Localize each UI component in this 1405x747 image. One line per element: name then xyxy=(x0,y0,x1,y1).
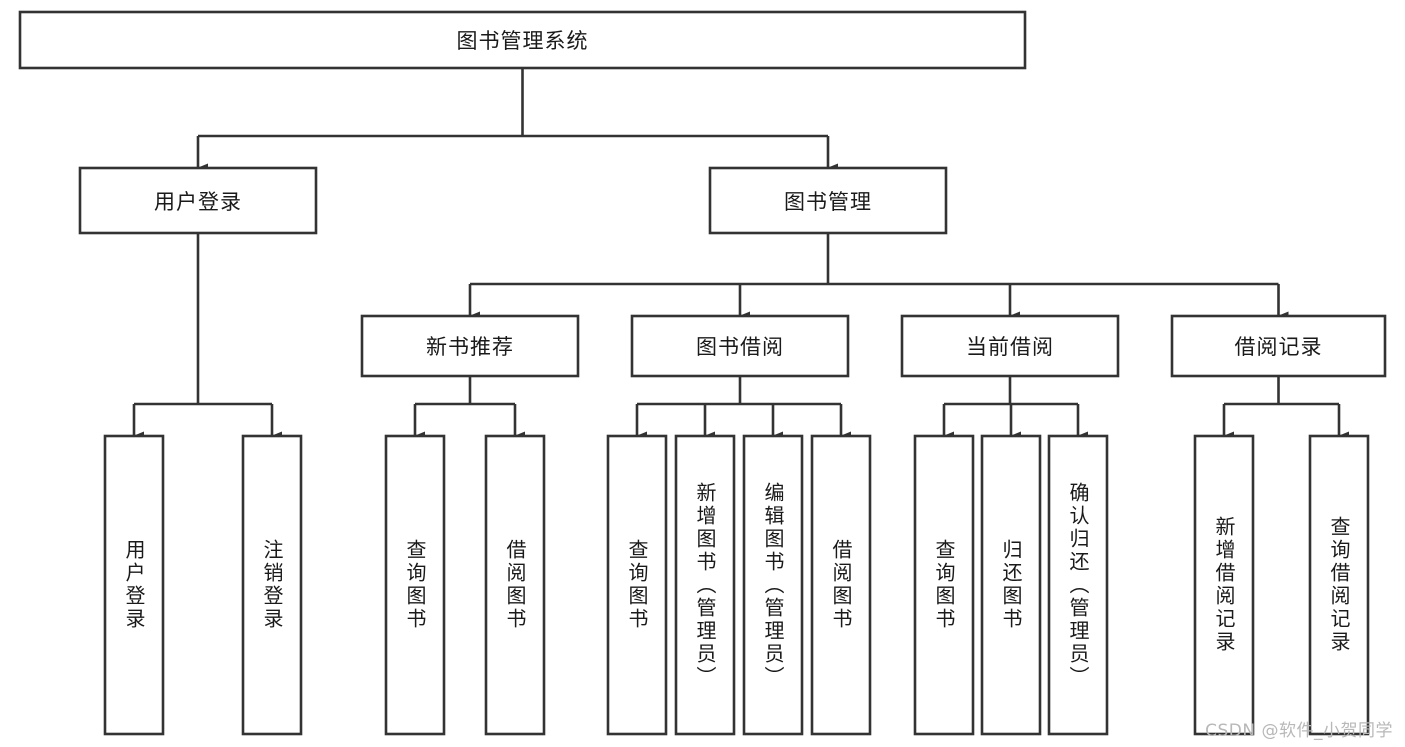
node-box-n3c[interactable] xyxy=(900,314,1120,378)
node-box-l5[interactable] xyxy=(606,434,668,736)
node-box-root[interactable] xyxy=(18,10,1027,70)
node-box-l3[interactable] xyxy=(384,434,446,736)
node-box-l2[interactable] xyxy=(241,434,303,736)
connector-layer xyxy=(132,68,1349,441)
node-box-n3b[interactable] xyxy=(630,314,850,378)
node-box-n3d[interactable] xyxy=(1170,314,1387,378)
node-box-l9[interactable] xyxy=(913,434,975,736)
node-box-l6[interactable] xyxy=(674,434,736,736)
node-box-n2a[interactable] xyxy=(78,166,318,235)
node-box-l8[interactable] xyxy=(810,434,872,736)
node-box-l7[interactable] xyxy=(742,434,804,736)
node-box-l1[interactable] xyxy=(103,434,165,736)
node-box-l10[interactable] xyxy=(980,434,1042,736)
node-box-n2b[interactable] xyxy=(708,166,948,235)
node-box-l13[interactable] xyxy=(1308,434,1370,736)
node-box-layer xyxy=(18,10,1387,736)
node-box-l11[interactable] xyxy=(1047,434,1109,736)
node-box-n3a[interactable] xyxy=(360,314,580,378)
node-box-l12[interactable] xyxy=(1193,434,1255,736)
node-box-l4[interactable] xyxy=(484,434,546,736)
